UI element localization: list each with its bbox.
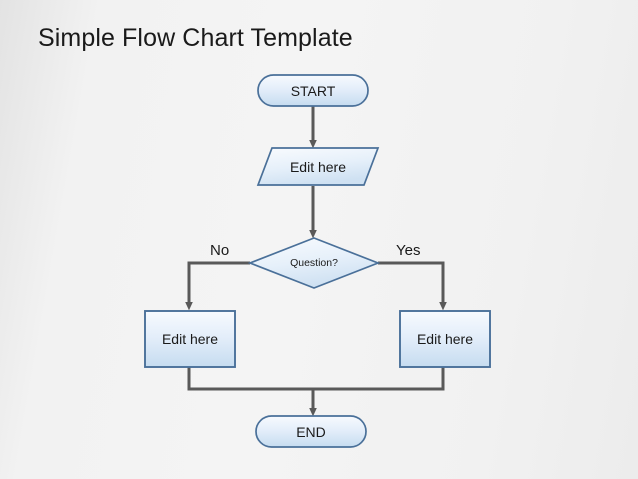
page-title: Simple Flow Chart Template: [38, 24, 353, 52]
branch-label-no: No: [210, 242, 230, 259]
connector-right-to-end: [313, 367, 445, 391]
branch-label-yes: Yes: [396, 242, 421, 259]
node-process-shape[interactable]: [256, 147, 380, 186]
node-decision-shape[interactable]: [247, 237, 381, 289]
node-right-shape[interactable]: [399, 310, 491, 368]
connector-decision-to-right-yes: [378, 261, 447, 311]
node-left-shape[interactable]: [144, 310, 236, 368]
connector-decision-to-left-no: [185, 261, 250, 311]
connector-left-to-end: [187, 367, 313, 391]
node-start-shape[interactable]: [257, 74, 369, 107]
node-end-shape[interactable]: [255, 415, 367, 448]
